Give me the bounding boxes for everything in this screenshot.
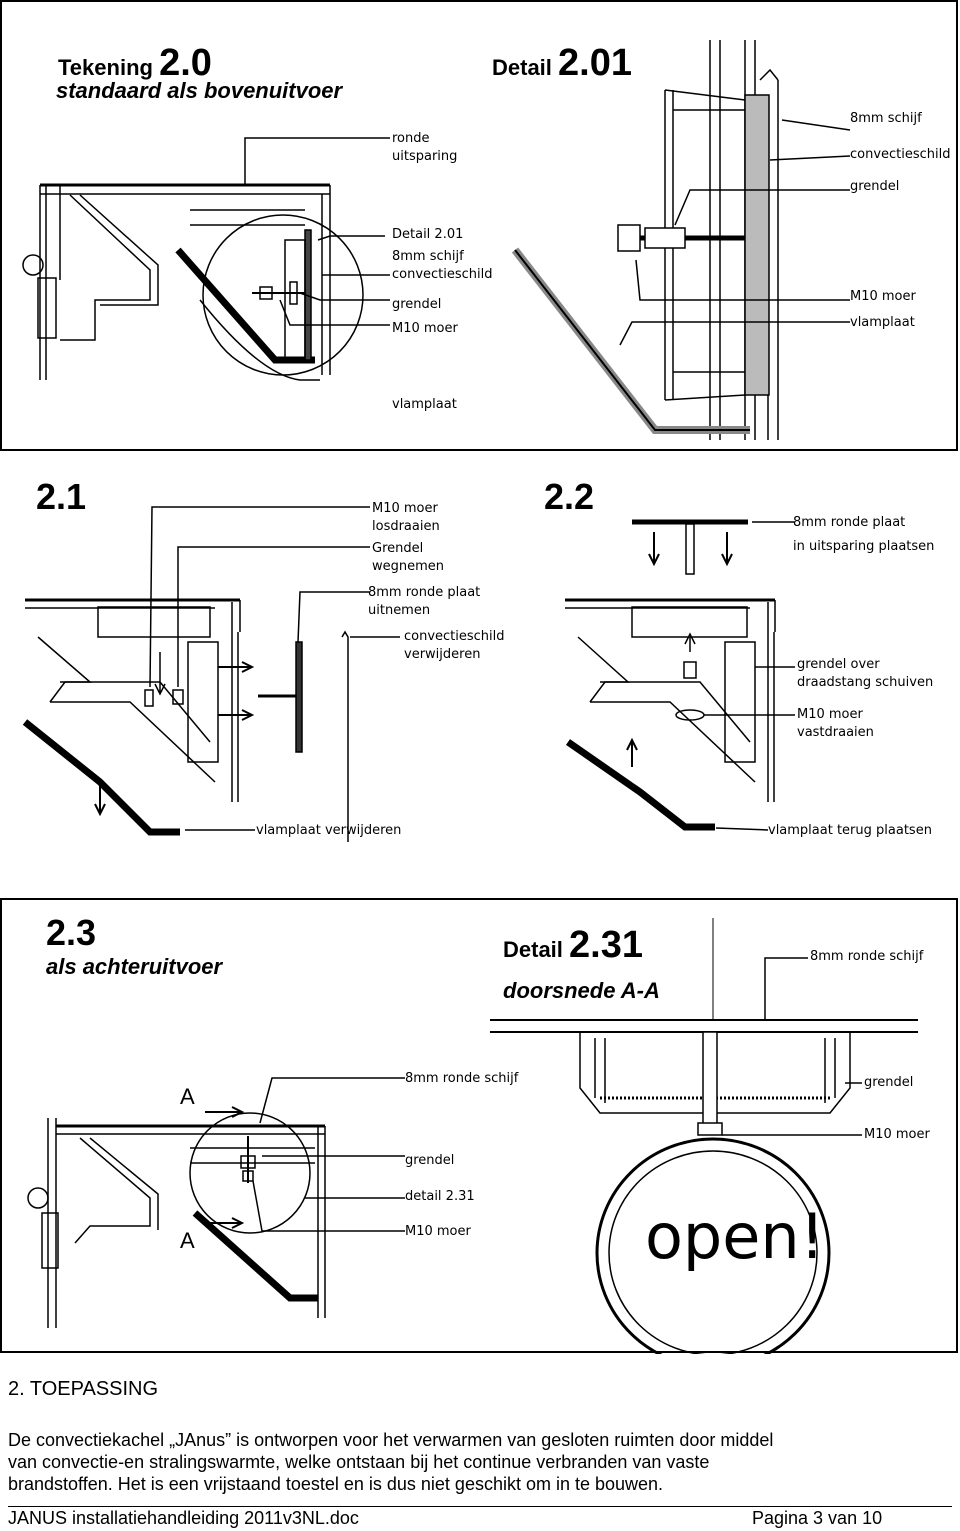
- detail-label: Detail 2.01: [492, 42, 632, 85]
- step-2-3-label-grendel: grendel: [405, 1153, 455, 1168]
- step-2-1-title: 2.1: [36, 476, 87, 517]
- detail-2-31-subtitle: doorsnede A-A: [503, 978, 660, 1003]
- label-8mm-schijf: 8mm schijf: [392, 249, 464, 264]
- footer-divider: [8, 1506, 952, 1507]
- open-handwritten-text: open!: [645, 1200, 825, 1273]
- step-2-2-label-vastdraaien: vastdraaien: [797, 725, 874, 740]
- section-heading: 2. TOEPASSING: [8, 1378, 159, 1400]
- tekening-number: 2.0: [159, 42, 212, 84]
- step-2-1-label-verwijderen: verwijderen: [404, 647, 481, 662]
- footer-page-number: Pagina 3 van 10: [752, 1508, 883, 1528]
- tekening-label: Tekening 2.0: [58, 42, 212, 85]
- step-2-3-label-ronde-schijf: 8mm ronde schijf: [405, 1071, 519, 1086]
- step-2-1-label-wegnemen: wegnemen: [372, 559, 445, 574]
- detail-label-convectieschild: convectieschild: [850, 147, 951, 162]
- label-uitsparing: uitsparing: [392, 149, 458, 164]
- step-2-2-label-vlamplaat: vlamplaat terug plaatsen: [768, 823, 932, 838]
- step-2-1-label-uitnemen: uitnemen: [368, 603, 431, 618]
- drawing-2-3-linework: [0, 898, 958, 1354]
- step-2-2-label-ronde-plaat: 8mm ronde plaat: [793, 515, 906, 530]
- detail-2-31-number: 2.31: [569, 924, 644, 966]
- step-2-3-subtitle: als achteruitvoer: [46, 954, 223, 979]
- step-2-1-label-grendel: Grendel: [372, 541, 424, 556]
- label-detail-2-01: Detail 2.01: [392, 227, 464, 242]
- step-2-1-label-m10-moer: M10 moer: [372, 501, 438, 516]
- step-2-1-label-losdraaien: losdraaien: [372, 519, 440, 534]
- label-vlamplaat: vlamplaat: [392, 397, 457, 412]
- label-convectieschild: convectieschild: [392, 267, 493, 282]
- tekening-word: Tekening: [58, 55, 153, 80]
- step-2-2-label-in-uitsparing: in uitsparing plaatsen: [793, 539, 935, 554]
- detail-number: 2.01: [558, 42, 633, 84]
- footer-filename: JANUS installatiehandleiding 2011v3NL.do…: [8, 1508, 359, 1528]
- detail-label-vlamplaat: vlamplaat: [850, 315, 915, 330]
- drawing-2-1-2-2-panel: 2.1 2.2 M10 moer losdraaien Grendel wegn…: [0, 452, 960, 898]
- detail-label-grendel: grendel: [850, 179, 900, 194]
- step-2-2-title: 2.2: [544, 476, 595, 517]
- section-marker-a-bottom: A: [180, 1228, 195, 1253]
- step-2-2-label-grendel-over: grendel over: [797, 657, 880, 672]
- paragraph-line-2: van convectie-en stralingswarmte, welke …: [8, 1452, 710, 1472]
- step-2-1-label-ronde-plaat: 8mm ronde plaat: [368, 585, 481, 600]
- step-2-3-label-detail-2-31: detail 2.31: [405, 1189, 475, 1204]
- step-2-3-label-m10-moer: M10 moer: [405, 1224, 471, 1239]
- step-2-1-label-convectieschild: convectieschild: [404, 629, 505, 644]
- paragraph-line-1: De convectiekachel „JAnus” is ontworpen …: [8, 1430, 774, 1450]
- label-ronde: ronde: [392, 131, 430, 146]
- step-2-3-title: 2.3: [46, 912, 97, 953]
- detail-2-31-label-m10-moer: M10 moer: [864, 1127, 930, 1142]
- detail-word: Detail: [492, 55, 552, 80]
- drawing-2-1-2-2-linework: [22, 506, 795, 842]
- paragraph-line-3: brandstoffen. Het is een vrijstaand toes…: [8, 1474, 664, 1494]
- drawing-2-0-linework: [0, 0, 958, 451]
- label-m10-moer: M10 moer: [392, 321, 458, 336]
- label-grendel: grendel: [392, 297, 442, 312]
- detail-label-m10-moer: M10 moer: [850, 289, 916, 304]
- section-marker-a-top: A: [180, 1084, 195, 1109]
- detail-label-8mm-schijf: 8mm schijf: [850, 111, 922, 126]
- tekening-subtitle: standaard als bovenuitvoer: [56, 78, 343, 103]
- step-2-2-label-m10-moer: M10 moer: [797, 707, 863, 722]
- drawing-2-3-panel: 2.3 als achteruitvoer Detail 2.31 doorsn…: [0, 898, 960, 1354]
- detail-2-31-label-ronde-schijf: 8mm ronde schijf: [810, 949, 924, 964]
- detail-2-31-word: Detail: [503, 937, 563, 962]
- step-2-2-label-draadstang: draadstang schuiven: [797, 675, 934, 690]
- drawing-2-0-panel: Tekening 2.0 standaard als bovenuitvoer …: [0, 0, 960, 452]
- detail-2-31-label-grendel: grendel: [864, 1075, 914, 1090]
- detail-2-31-label: Detail 2.31: [503, 924, 643, 967]
- step-2-1-label-vlamplaat: vlamplaat verwijderen: [256, 823, 402, 838]
